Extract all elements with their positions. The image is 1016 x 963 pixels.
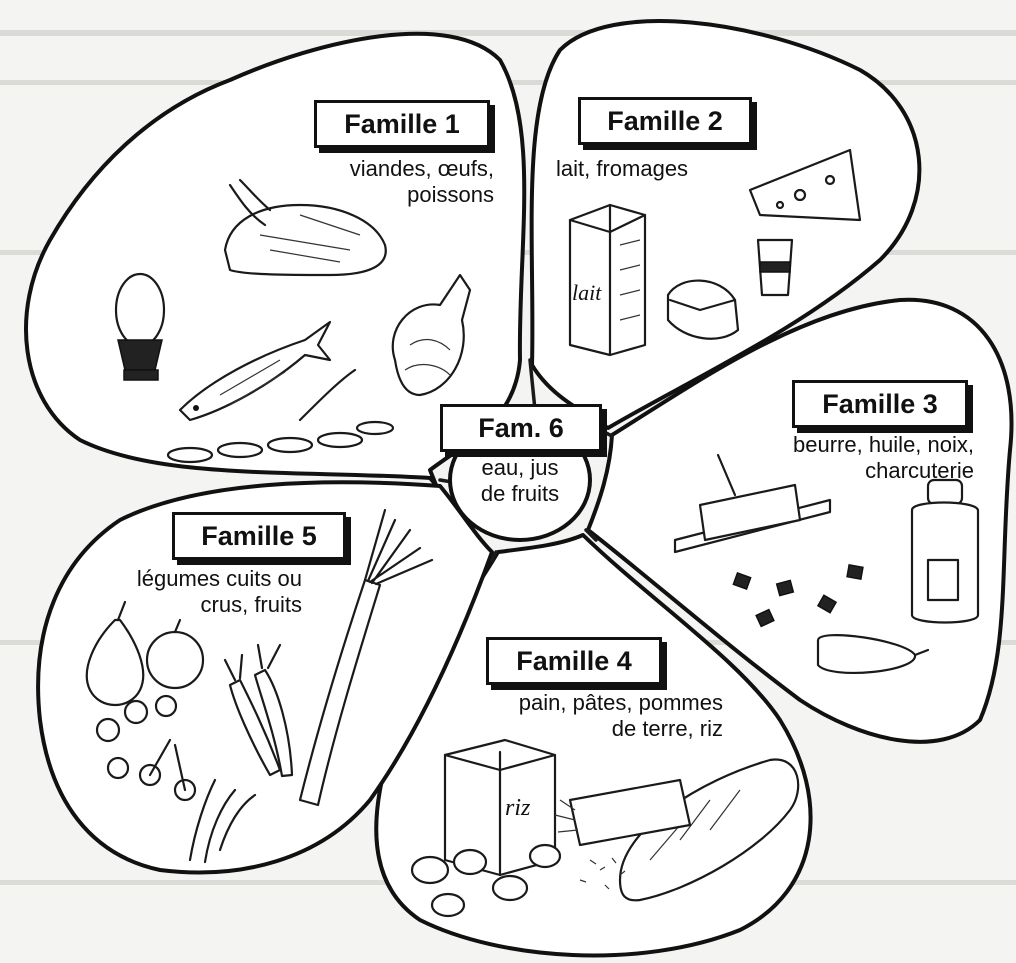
- famille-3-description: beurre, huile, noix, charcuterie: [722, 432, 974, 484]
- famille-6-description: eau, jus de fruits: [456, 455, 584, 507]
- rice-box-label: riz: [505, 795, 531, 821]
- famille-4-description-line-1: pain, pâtes, pommes: [445, 690, 723, 716]
- famille-4-description-line-2: de terre, riz: [445, 716, 723, 742]
- famille-5-title: Famille 5: [172, 512, 346, 560]
- famille-6-description-line-1: eau, jus: [456, 455, 584, 481]
- famille-6-description-line-2: de fruits: [456, 481, 584, 507]
- famille-5-description-line-2: crus, fruits: [68, 592, 302, 618]
- yogurt-pot-illustration: [758, 240, 792, 295]
- famille-2-description-line-1: lait, fromages: [556, 156, 688, 182]
- famille-3-title: Famille 3: [792, 380, 968, 428]
- famille-2-title: Famille 2: [578, 97, 752, 145]
- famille-1-description-line-1: viandes, œufs,: [298, 156, 494, 182]
- famille-3-description-line-2: charcuterie: [722, 458, 974, 484]
- famille-1-description: viandes, œufs, poissons: [298, 156, 494, 208]
- famille-6-title: Fam. 6: [440, 404, 602, 452]
- egg-illustration: [116, 274, 164, 380]
- famille-4-title: Famille 4: [486, 637, 662, 685]
- famille-2-description: lait, fromages: [556, 156, 688, 182]
- famille-1-title: Famille 1: [314, 100, 490, 148]
- famille-5-description-line-1: légumes cuits ou: [68, 566, 302, 592]
- famille-3-description-line-1: beurre, huile, noix,: [722, 432, 974, 458]
- famille-5-description: légumes cuits ou crus, fruits: [68, 566, 302, 618]
- famille-4-description: pain, pâtes, pommes de terre, riz: [445, 690, 723, 742]
- milk-carton-label: lait: [572, 280, 602, 305]
- famille-1-description-line-2: poissons: [298, 182, 494, 208]
